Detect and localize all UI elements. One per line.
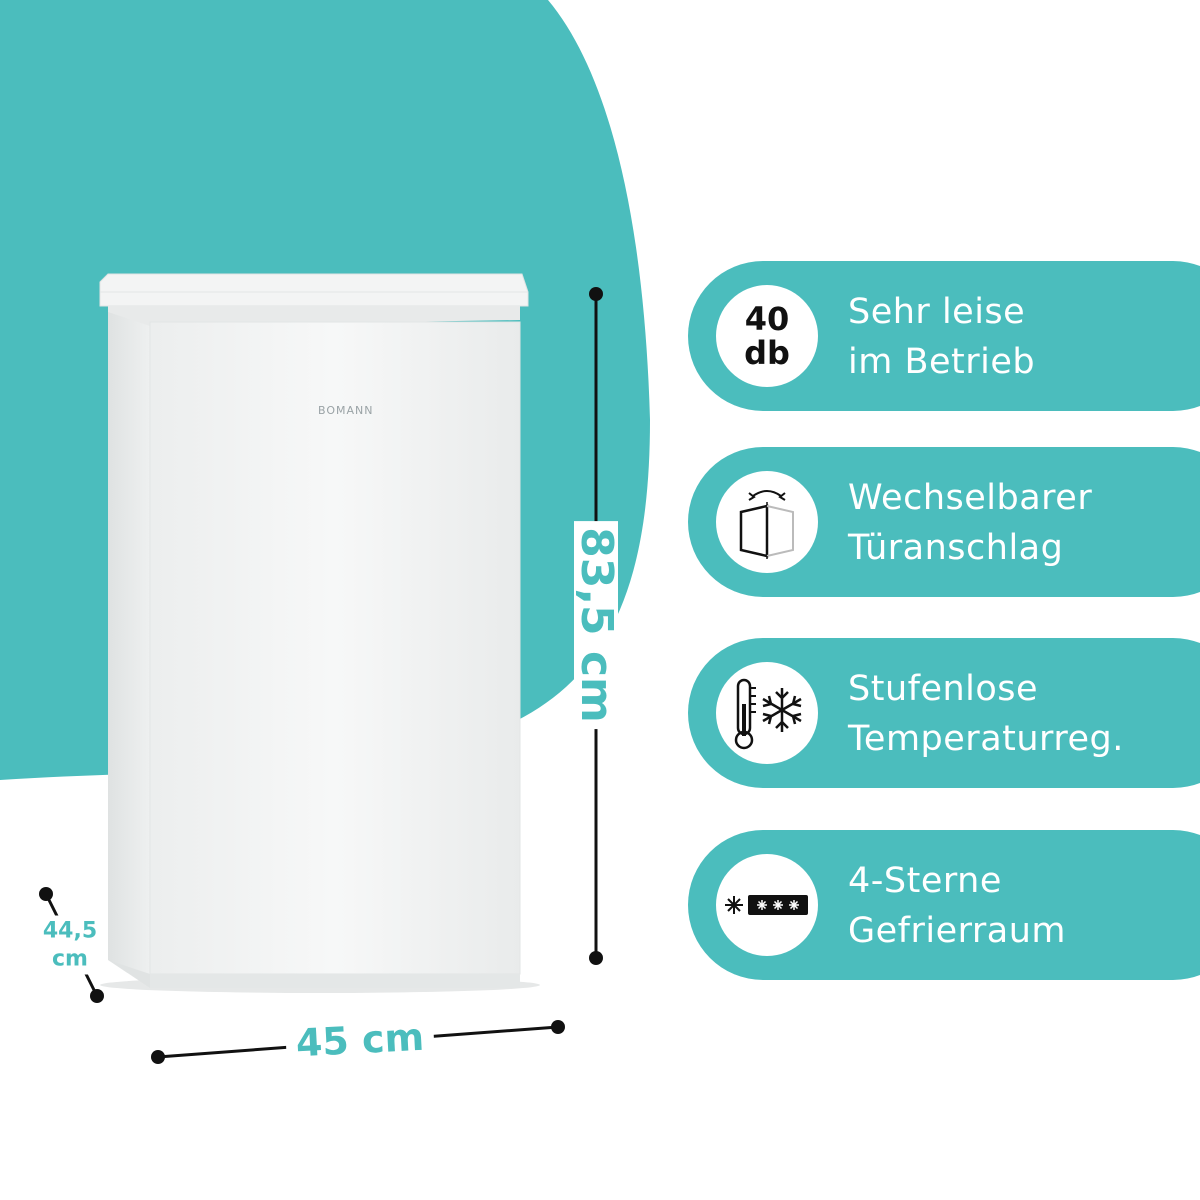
depth-dimension-label: 44,5 cm xyxy=(42,915,98,975)
feature-temperature: Stufenlose Temperaturreg. xyxy=(688,638,1200,788)
depth-value: 44,5 xyxy=(42,918,98,944)
feature-label: Stufenlose Temperaturreg. xyxy=(848,664,1124,764)
feature-line-1: 4-Sterne xyxy=(848,861,1002,901)
feature-line-1: Sehr leise xyxy=(848,292,1026,332)
feature-freezer: 4-Sterne Gefrierraum xyxy=(688,830,1200,980)
feature-line-1: Wechselbarer xyxy=(848,478,1093,518)
noise-badge-unit: db xyxy=(744,334,790,372)
four-star-freezer-icon xyxy=(716,854,818,956)
feature-line-2: Türanschlag xyxy=(848,528,1064,568)
feature-label: Wechselbarer Türanschlag xyxy=(848,473,1092,573)
door-reversible-icon xyxy=(716,471,818,573)
feature-label: Sehr leise im Betrieb xyxy=(848,287,1035,387)
feature-door: Wechselbarer Türanschlag xyxy=(688,447,1200,597)
depth-unit: cm xyxy=(52,946,88,971)
brand-logo: BOMANN xyxy=(318,404,374,417)
feature-line-1: Stufenlose xyxy=(848,669,1039,709)
noise-40db-icon: 40 db xyxy=(716,285,818,387)
feature-label: 4-Sterne Gefrierraum xyxy=(848,856,1066,956)
height-dimension-label: 83,5 cm xyxy=(571,521,622,729)
feature-noise: 40 db Sehr leise im Betrieb xyxy=(688,261,1200,411)
noise-badge-value: 40 xyxy=(744,300,790,338)
feature-line-2: im Betrieb xyxy=(848,342,1036,382)
width-dimension-label: 45 cm xyxy=(284,1015,436,1065)
feature-line-2: Temperaturreg. xyxy=(848,719,1124,759)
thermometer-snowflake-icon xyxy=(716,662,818,764)
feature-line-2: Gefrierraum xyxy=(848,911,1067,951)
